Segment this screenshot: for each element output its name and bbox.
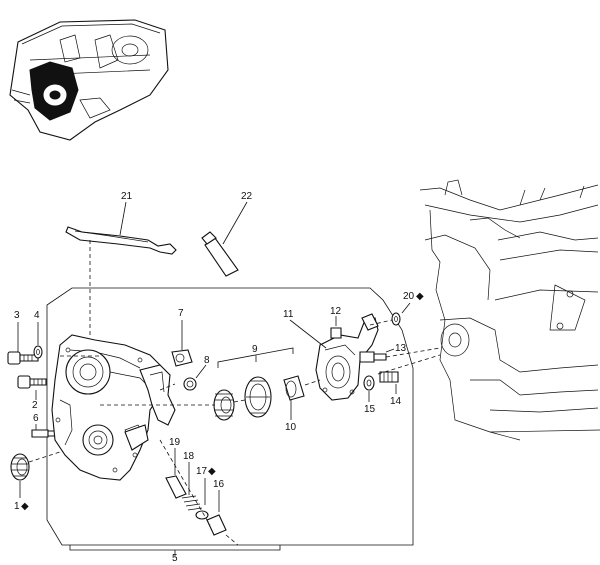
part-7-plug bbox=[171, 320, 193, 367]
callout-4: 4 bbox=[34, 310, 40, 321]
callout-1-marker: ◆ bbox=[21, 501, 29, 512]
callout-labels: 3 4 2 6 1 ◆ 5 7 8 9 10 11 12 13 14 15 16… bbox=[14, 191, 424, 564]
part-9-inner-gear bbox=[213, 389, 235, 421]
part-22-sealant-tube bbox=[201, 201, 248, 277]
callout-1: 1 bbox=[14, 501, 20, 512]
front-cover-housing bbox=[51, 334, 166, 481]
part-4-washer bbox=[33, 322, 43, 359]
part-9-bracket bbox=[217, 347, 294, 368]
part-2-bolt bbox=[17, 375, 47, 400]
callout-11: 11 bbox=[283, 309, 294, 320]
kit-bracket-5 bbox=[69, 545, 281, 556]
callout-20-marker: ◆ bbox=[416, 291, 424, 302]
callout-18: 18 bbox=[183, 451, 195, 462]
callout-12: 12 bbox=[330, 306, 342, 317]
part-3-bolt bbox=[7, 322, 39, 365]
callout-5: 5 bbox=[172, 553, 178, 564]
callout-17: 17 bbox=[196, 466, 208, 477]
kit-boundary bbox=[46, 287, 414, 546]
callout-13: 13 bbox=[395, 343, 407, 354]
callout-10: 10 bbox=[285, 422, 297, 433]
part-13-bolt bbox=[359, 348, 395, 363]
callout-3: 3 bbox=[14, 310, 20, 321]
callout-2: 2 bbox=[32, 400, 38, 411]
part-15-washer bbox=[363, 375, 375, 402]
part-19-piston bbox=[165, 448, 187, 499]
part-12-pin bbox=[330, 316, 342, 339]
part-14-bolt bbox=[379, 371, 399, 394]
callout-7: 7 bbox=[178, 308, 184, 319]
part-20-oring bbox=[391, 302, 411, 326]
callout-20: 20 bbox=[403, 291, 415, 302]
part-10-bushing bbox=[283, 375, 305, 420]
engine-block-outline bbox=[419, 179, 600, 441]
part-9-outer-rotor bbox=[244, 376, 272, 418]
part-21-gasket bbox=[65, 201, 177, 335]
part-11-leader bbox=[289, 319, 327, 349]
callout-19: 19 bbox=[169, 437, 181, 448]
part-8-seal-ring bbox=[183, 364, 207, 391]
engine-locator-thumbnail bbox=[9, 19, 169, 141]
oil-pickup-bracket bbox=[124, 364, 176, 451]
part-16-plug bbox=[206, 490, 239, 546]
callout-22: 22 bbox=[241, 191, 253, 202]
part-17-seal bbox=[195, 478, 209, 520]
assembly-centerlines bbox=[60, 319, 441, 526]
part-1-pulley bbox=[10, 451, 61, 498]
callout-16: 16 bbox=[213, 479, 225, 490]
callout-6: 6 bbox=[33, 413, 39, 424]
callout-8: 8 bbox=[204, 355, 210, 366]
callout-21: 21 bbox=[121, 191, 133, 202]
callout-15: 15 bbox=[364, 404, 376, 415]
callout-14: 14 bbox=[390, 396, 402, 407]
callout-9: 9 bbox=[252, 344, 258, 355]
callout-17-marker: ◆ bbox=[208, 466, 216, 477]
